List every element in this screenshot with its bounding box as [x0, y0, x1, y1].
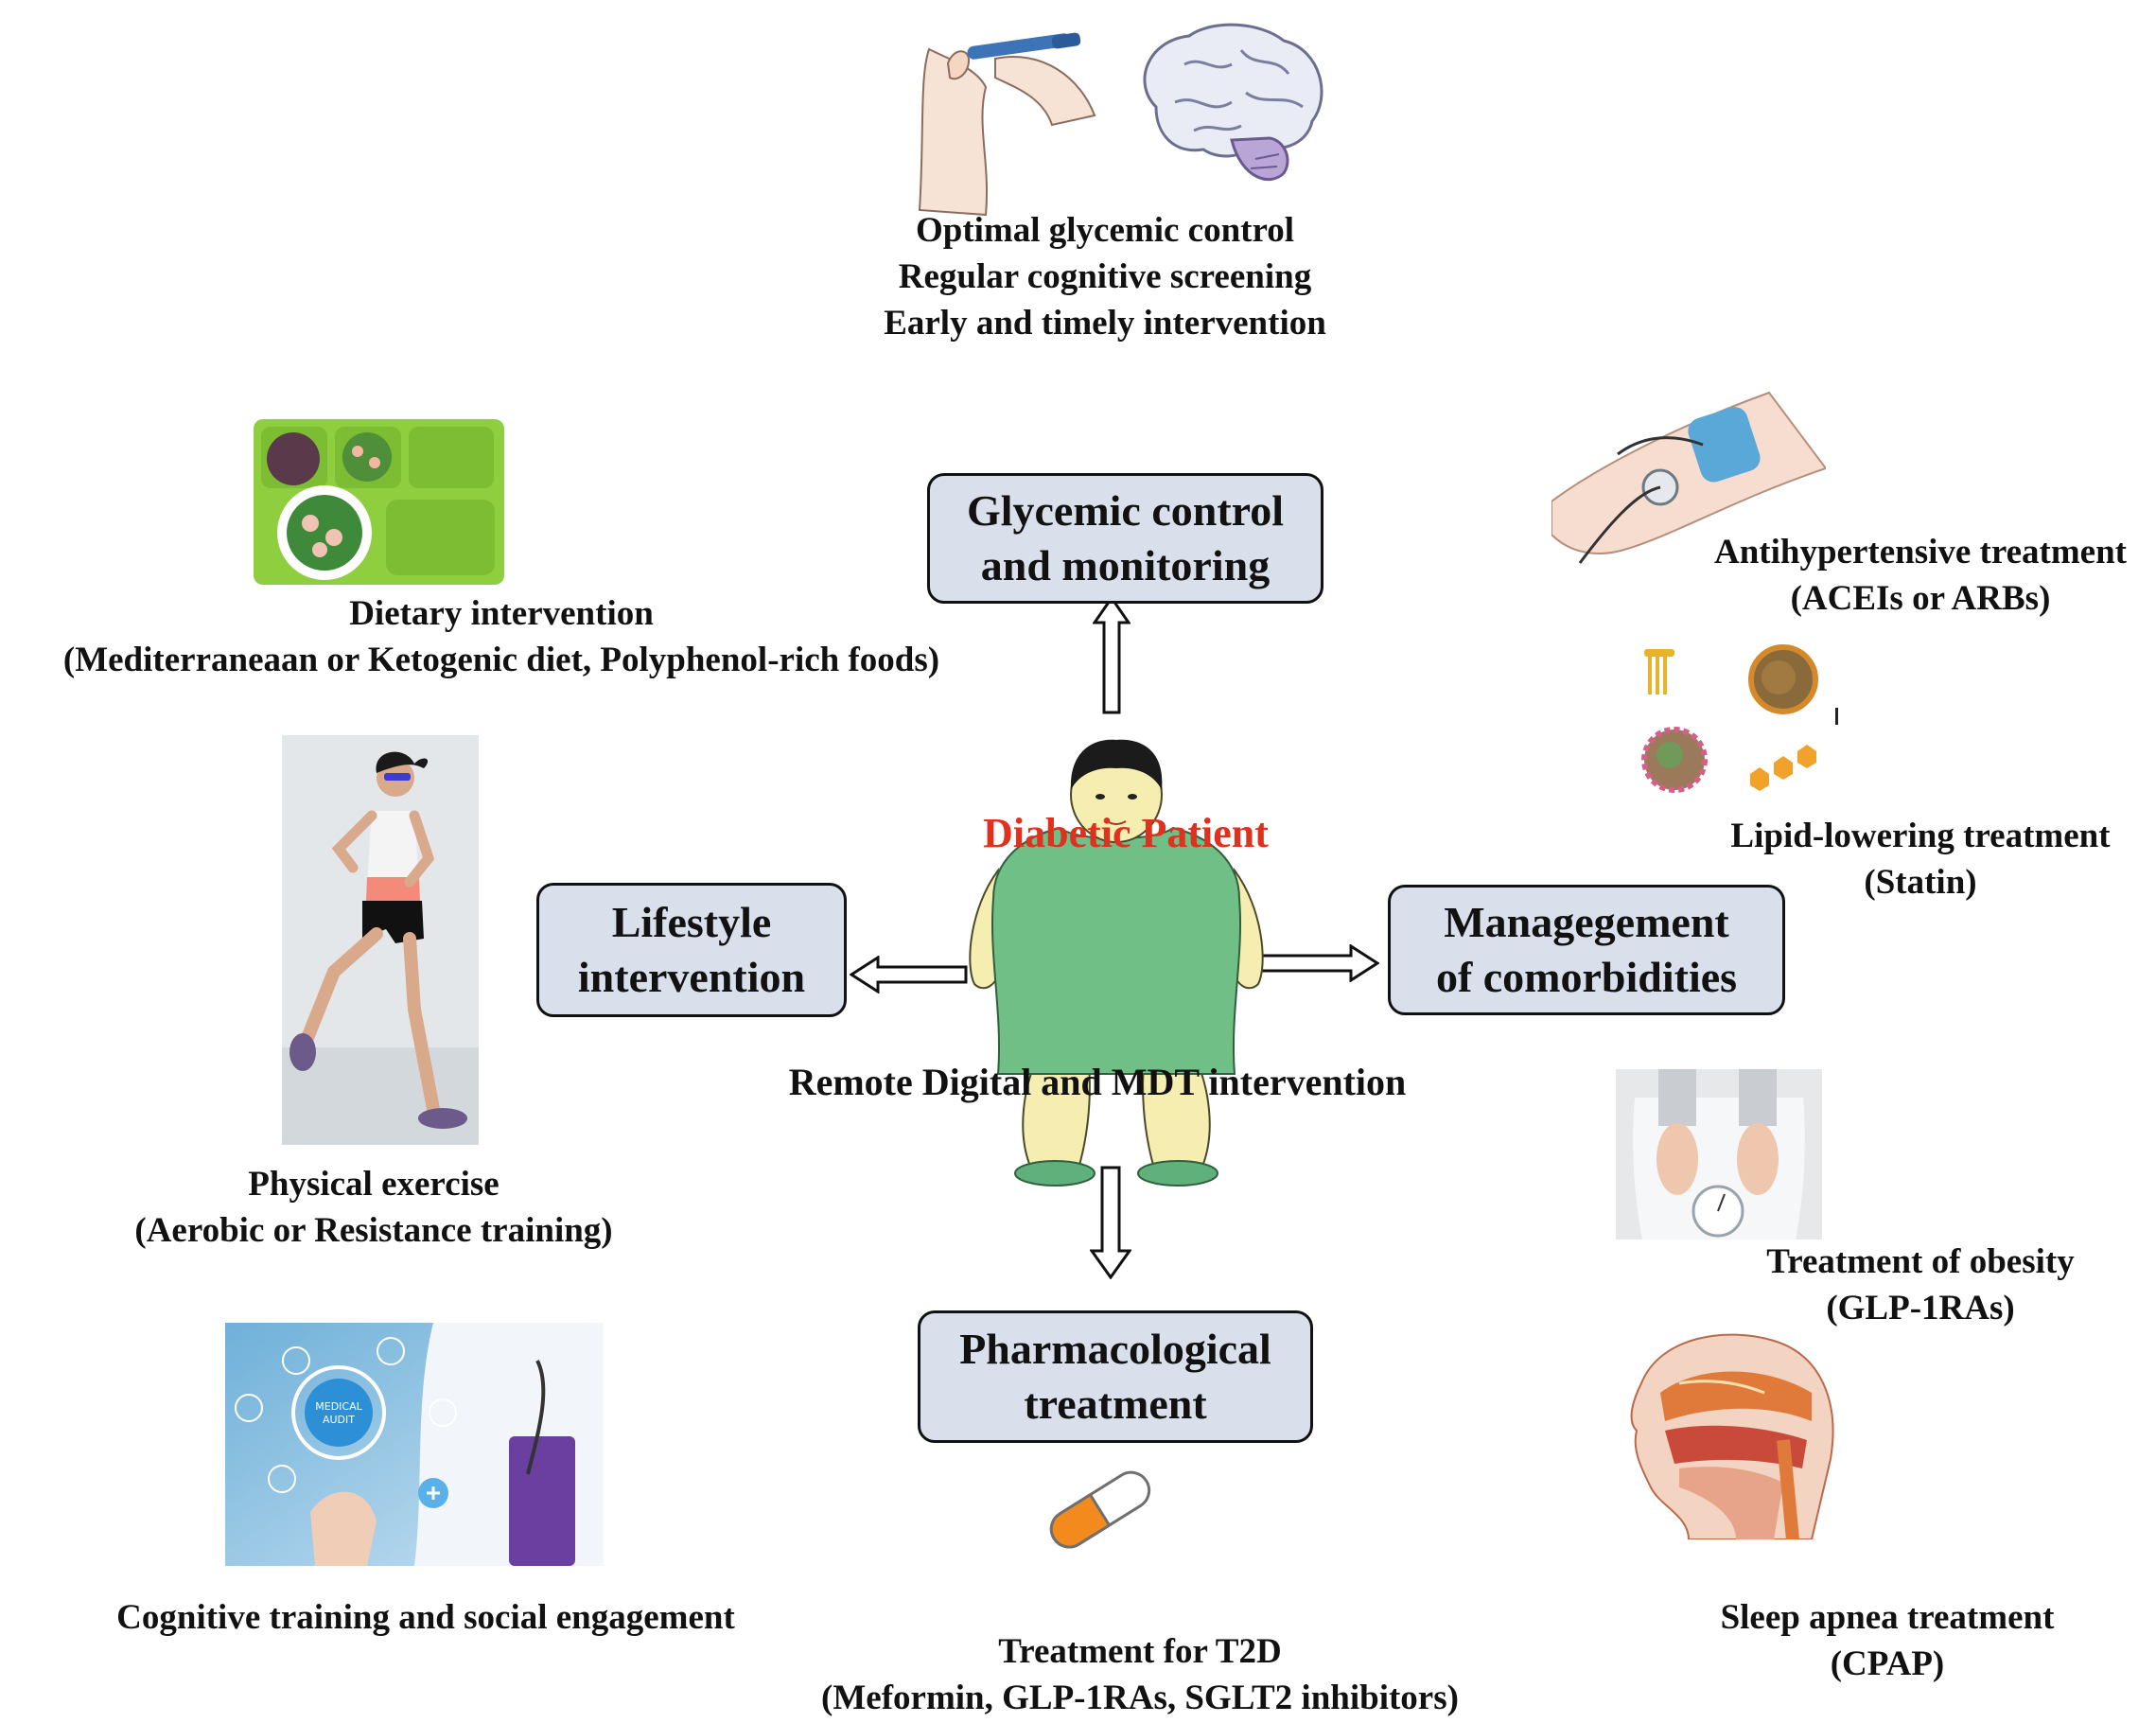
comorbidities-box-line-2: of comorbidities — [1435, 953, 1738, 1001]
top-line-2: Regular cognitive screening — [898, 256, 1312, 296]
runner-photo-icon — [282, 735, 479, 1145]
blood-pressure-cuff-icon — [1551, 383, 1826, 568]
cognitive-title: Cognitive training and social engagement — [116, 1598, 735, 1637]
finger-prick-pen-icon — [910, 21, 1099, 220]
obesity-detail: (GLP-1RAs) — [1826, 1288, 2015, 1327]
top-line-3: Early and timely intervention — [884, 303, 1326, 343]
lifestyle-box-line-1: Lifestyle — [611, 897, 772, 946]
top-line-1: Optimal glycemic control — [915, 211, 1295, 250]
arrow-down-to-pharmacological — [1090, 1166, 1131, 1279]
dietary-intervention-text: Dietary intervention (Mediterraneaan or … — [0, 591, 1003, 684]
weighing-scale-icon — [1616, 1069, 1822, 1240]
lipid-lowering-text: Lipid-lowering treatment (Statin) — [1684, 814, 2156, 906]
lifestyle-intervention-box: Lifestyle intervention — [536, 883, 847, 1017]
comorbidities-box: Managegement of comorbidities — [1388, 885, 1785, 1015]
patient-figure-icon — [965, 738, 1268, 1192]
medical-audit-icon: MEDICAL AUDIT — [225, 1323, 604, 1566]
pharmacological-treatment-box: Pharmacological treatment — [918, 1310, 1313, 1443]
obesity-treatment-text: Treatment of obesity (GLP-1RAs) — [1693, 1240, 2147, 1332]
diabetic-patient-label: Diabetic Patient — [983, 810, 1269, 856]
dietary-detail: (Mediterraneaan or Ketogenic diet, Polyp… — [62, 640, 940, 679]
obesity-title: Treatment of obesity — [1766, 1242, 2075, 1281]
arrow-up-to-glycemic — [1093, 596, 1131, 714]
remote-intervention-label: Remote Digital and MDT intervention — [788, 1061, 1407, 1103]
t2d-treatment-text: Treatment for T2D (Meformin, GLP-1RAs, S… — [738, 1629, 1542, 1722]
lifestyle-box-line-2: intervention — [577, 953, 806, 1001]
dietary-title: Dietary intervention — [349, 594, 654, 633]
sleep-apnea-text: Sleep apnea treatment (CPAP) — [1674, 1595, 2100, 1688]
t2d-title: Treatment for T2D — [998, 1632, 1282, 1671]
exercise-title: Physical exercise — [248, 1165, 500, 1204]
antihypertensive-detail: (ACEIs or ARBs) — [1790, 578, 2051, 618]
brain-icon — [1128, 17, 1336, 192]
t2d-detail: (Meformin, GLP-1RAs, SGLT2 inhibitors) — [821, 1678, 1459, 1717]
svg-text:AUDIT: AUDIT — [323, 1414, 355, 1426]
pharmacological-box-line-1: Pharmacological — [959, 1324, 1271, 1373]
glycemic-box-line-2: and monitoring — [980, 541, 1271, 589]
antihypertensive-title: Antihypertensive treatment — [1713, 533, 2128, 571]
arrow-left-to-lifestyle — [850, 956, 968, 993]
sleep-title: Sleep apnea treatment — [1720, 1598, 2055, 1637]
airway-anatomy-icon — [1622, 1327, 1840, 1539]
svg-text:MEDICAL: MEDICAL — [315, 1400, 362, 1413]
lipid-detail: (Statin) — [1864, 862, 1977, 902]
pharmacological-box-line-2: treatment — [1024, 1380, 1207, 1428]
lipid-title: Lipid-lowering treatment — [1730, 817, 2111, 855]
glycemic-box-line-1: Glycemic control — [966, 485, 1285, 535]
physical-exercise-text: Physical exercise (Aerobic or Resistance… — [57, 1162, 691, 1255]
lipoprotein-icon — [1618, 642, 1845, 802]
cognitive-training-text: Cognitive training and social engagement — [57, 1595, 795, 1642]
top-goals-text: Optimal glycemic control Regular cogniti… — [821, 208, 1389, 346]
glycemic-control-box: Glycemic control and monitoring — [927, 473, 1323, 604]
food-tray-icon — [254, 419, 504, 585]
arrow-right-to-comorbidities — [1256, 944, 1379, 982]
sleep-detail: (CPAP) — [1830, 1644, 1945, 1683]
comorbidities-box-line-1: Managegement — [1444, 897, 1729, 946]
capsule-icon — [1036, 1462, 1164, 1556]
antihypertensive-text: Antihypertensive treatment (ACEIs or ARB… — [1684, 530, 2156, 623]
exercise-detail: (Aerobic or Resistance training) — [134, 1210, 613, 1250]
